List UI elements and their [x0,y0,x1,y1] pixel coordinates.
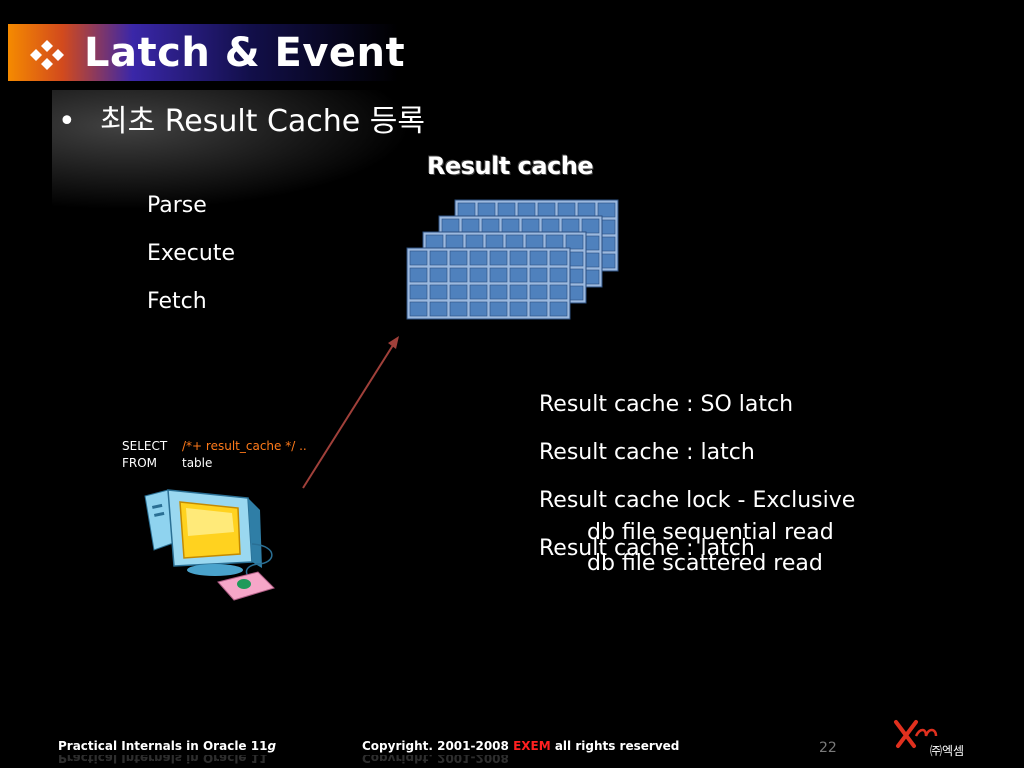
bullet-marker: • [58,104,76,139]
event-so-latch: Result cache : SO latch [539,392,794,417]
bullet-text: 최초 Result Cache 등록 [100,104,425,139]
footer-book-title: Practical Internals in Oracle 11g [58,739,276,753]
footer-book-suffix: g [267,739,277,753]
footer-copyright-reflection-text: Copyright. 2001-2008 [362,755,509,765]
footer-copyright-suffix: all rights reserved [550,739,680,753]
title-bar [8,24,398,81]
step-parse: Parse [147,193,207,218]
header-glow [52,90,412,210]
event-lock-exclusive: Result cache lock - Exclusive [539,488,856,513]
step-fetch: Fetch [147,289,207,314]
result-cache-label: Result cache [427,152,594,180]
footer-brand: EXEM [513,739,551,753]
footer-book-prefix: Practical Internals in Oracle 11 [58,739,268,753]
sql-table: table [182,456,213,470]
company-name: ㈜엑셈 [930,744,965,758]
wait-sequential-read: db file sequential read [587,520,834,545]
diamond-bullet-icon [30,40,64,70]
exem-logo-icon [894,720,938,748]
slide-title: Latch & Event [84,30,406,76]
cache-grid-layer [406,247,571,320]
wait-scattered-read: db file scattered read [587,551,823,576]
footer-reflection-text: Practical Internals in Oracle 11 [58,755,268,765]
footer-copyright-reflection: Copyright. 2001-2008 [362,755,509,765]
footer-copyright-prefix: Copyright. 2001-2008 [362,739,514,753]
footer-reflection: Practical Internals in Oracle 11 [58,755,267,765]
page-number: 22 [819,740,837,756]
event-latch-2: Result cache : latch [539,536,755,561]
event-latch: Result cache : latch [539,440,755,465]
sql-select-keyword: SELECT [122,439,168,453]
result-cache-grid-stack [406,199,619,320]
step-execute: Execute [147,241,235,266]
computer-icon [144,489,275,601]
request-arrow [302,336,399,489]
sql-hint: /*+ result_cache */ .. [182,439,307,453]
sql-from-keyword: FROM [122,456,158,470]
footer-copyright: Copyright. 2001-2008 EXEM all rights res… [362,739,679,753]
